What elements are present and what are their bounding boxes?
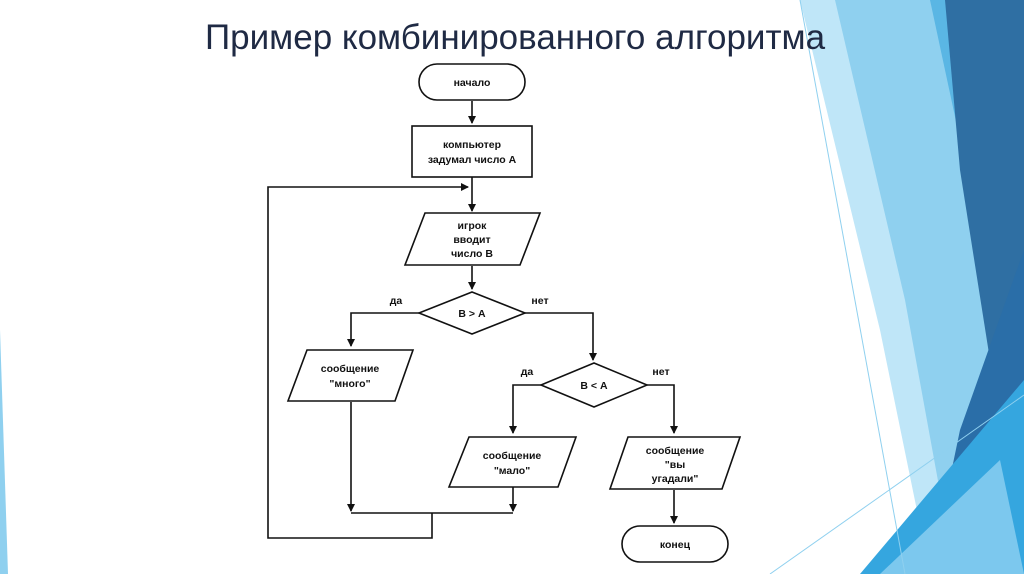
deco-dark-triangle-top [945,0,1024,360]
end-terminator: конец [621,525,729,563]
connector-cond1-no [525,312,597,361]
message-guessed-line3: угадали" [652,473,699,485]
deco-left-strip [0,330,8,574]
computer-label-line1: компьютер [443,139,501,151]
message-guessed-line1: сообщение [646,445,705,457]
condition-2: В < А да нет [521,362,670,408]
computer-label-line2: задумал число А [428,154,517,166]
start-terminator: начало [418,63,526,101]
player-label-line1: игрок [458,220,488,232]
flow-connectors [267,101,678,539]
connector-cond1-yes [347,312,419,347]
message-few-line1: сообщение [483,450,542,462]
message-few: сообщение "мало" [447,436,578,488]
deco-thin-line-1 [799,0,906,574]
message-few-line2: "мало" [494,465,530,477]
connector-cond2-no [647,384,678,434]
condition-1-no-label: нет [531,295,548,307]
end-label: конец [660,539,691,551]
slide-title: Пример комбинированного алгоритма [205,18,826,57]
message-many: сообщение "много" [286,349,415,402]
deco-light-wedge [880,460,1024,574]
condition-1: В > А да нет [390,291,549,335]
player-input: игрок вводит число В [403,212,542,266]
player-label-line3: число В [451,248,493,260]
message-guessed-line2: "вы [665,459,685,471]
connector-loop-back [267,183,469,539]
message-guessed: сообщение "вы угадали" [608,436,742,490]
message-many-line2: "много" [329,378,370,390]
condition-1-label: В > А [458,308,486,320]
player-label-line2: вводит [453,234,490,246]
message-many-line1: сообщение [321,363,380,375]
condition-2-yes-label: да [521,366,534,378]
start-label: начало [454,77,491,89]
deco-thin-line-2 [769,394,1024,574]
connector-cond2-yes [509,384,541,434]
condition-2-label: В < А [580,380,608,392]
condition-1-yes-label: да [390,295,403,307]
computer-process: компьютер задумал число А [411,125,533,178]
condition-2-no-label: нет [652,366,669,378]
